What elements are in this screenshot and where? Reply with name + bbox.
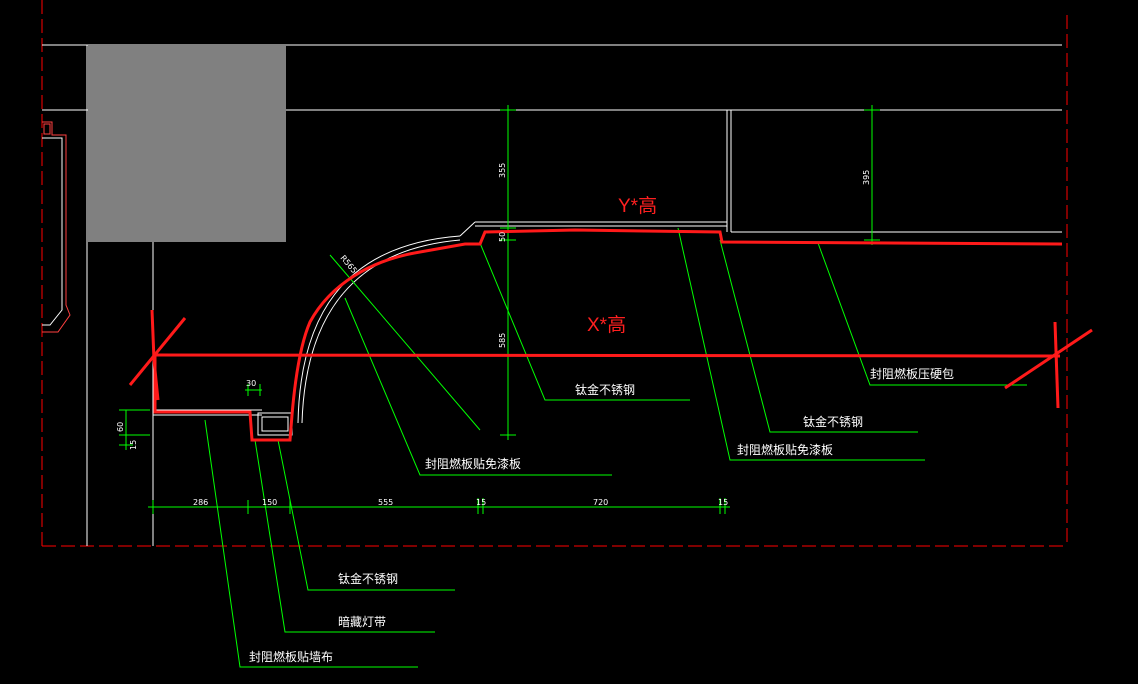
material-labels: 钛金不锈钢 封阻燃板贴免漆板 封阻燃板贴免漆板 钛金不锈钢 封阻燃板压硬包 钛金… bbox=[249, 366, 954, 664]
dim-355: 355 bbox=[498, 163, 507, 178]
label-ti-steel-3: 钛金不锈钢 bbox=[338, 571, 398, 586]
label-fireboard-hardbag: 封阻燃板压硬包 bbox=[870, 366, 954, 381]
dimension-lines bbox=[119, 105, 880, 514]
dim-585: 585 bbox=[498, 333, 507, 348]
label-hidden-light: 暗藏灯带 bbox=[338, 614, 386, 629]
dimension-texts: 355 50 585 395 30 60 15 286 150 555 15 7… bbox=[116, 163, 871, 507]
label-fireboard-wallcloth: 封阻燃板贴墙布 bbox=[249, 649, 333, 664]
existing-beam-block bbox=[88, 46, 286, 242]
label-fireboard-paint-free-2: 封阻燃板贴免漆板 bbox=[737, 442, 833, 457]
dim-30: 30 bbox=[246, 379, 256, 388]
x-height-note: X*高 bbox=[587, 314, 626, 336]
markup-outline bbox=[128, 228, 1093, 442]
dim-150: 150 bbox=[262, 498, 277, 507]
y-height-note: Y*高 bbox=[618, 195, 657, 217]
left-column-detail bbox=[42, 121, 71, 333]
dim-50: 50 bbox=[498, 232, 507, 242]
label-ti-steel-1: 钛金不锈钢 bbox=[575, 382, 635, 397]
dim-60: 60 bbox=[116, 422, 125, 432]
dim-555: 555 bbox=[378, 498, 393, 507]
dim-720: 720 bbox=[593, 498, 608, 507]
radius-565: R565 bbox=[338, 254, 358, 276]
dim-395: 395 bbox=[862, 170, 871, 185]
label-ti-steel-2: 钛金不锈钢 bbox=[803, 414, 863, 429]
label-fireboard-paint-free-1: 封阻燃板贴免漆板 bbox=[425, 456, 521, 471]
viewport-frame bbox=[41, 0, 1068, 547]
leader-lines bbox=[204, 227, 1027, 668]
dim-15: 15 bbox=[129, 440, 138, 450]
dim-15c: 15 bbox=[718, 498, 728, 507]
dim-15b: 15 bbox=[476, 498, 486, 507]
dim-286: 286 bbox=[193, 498, 208, 507]
